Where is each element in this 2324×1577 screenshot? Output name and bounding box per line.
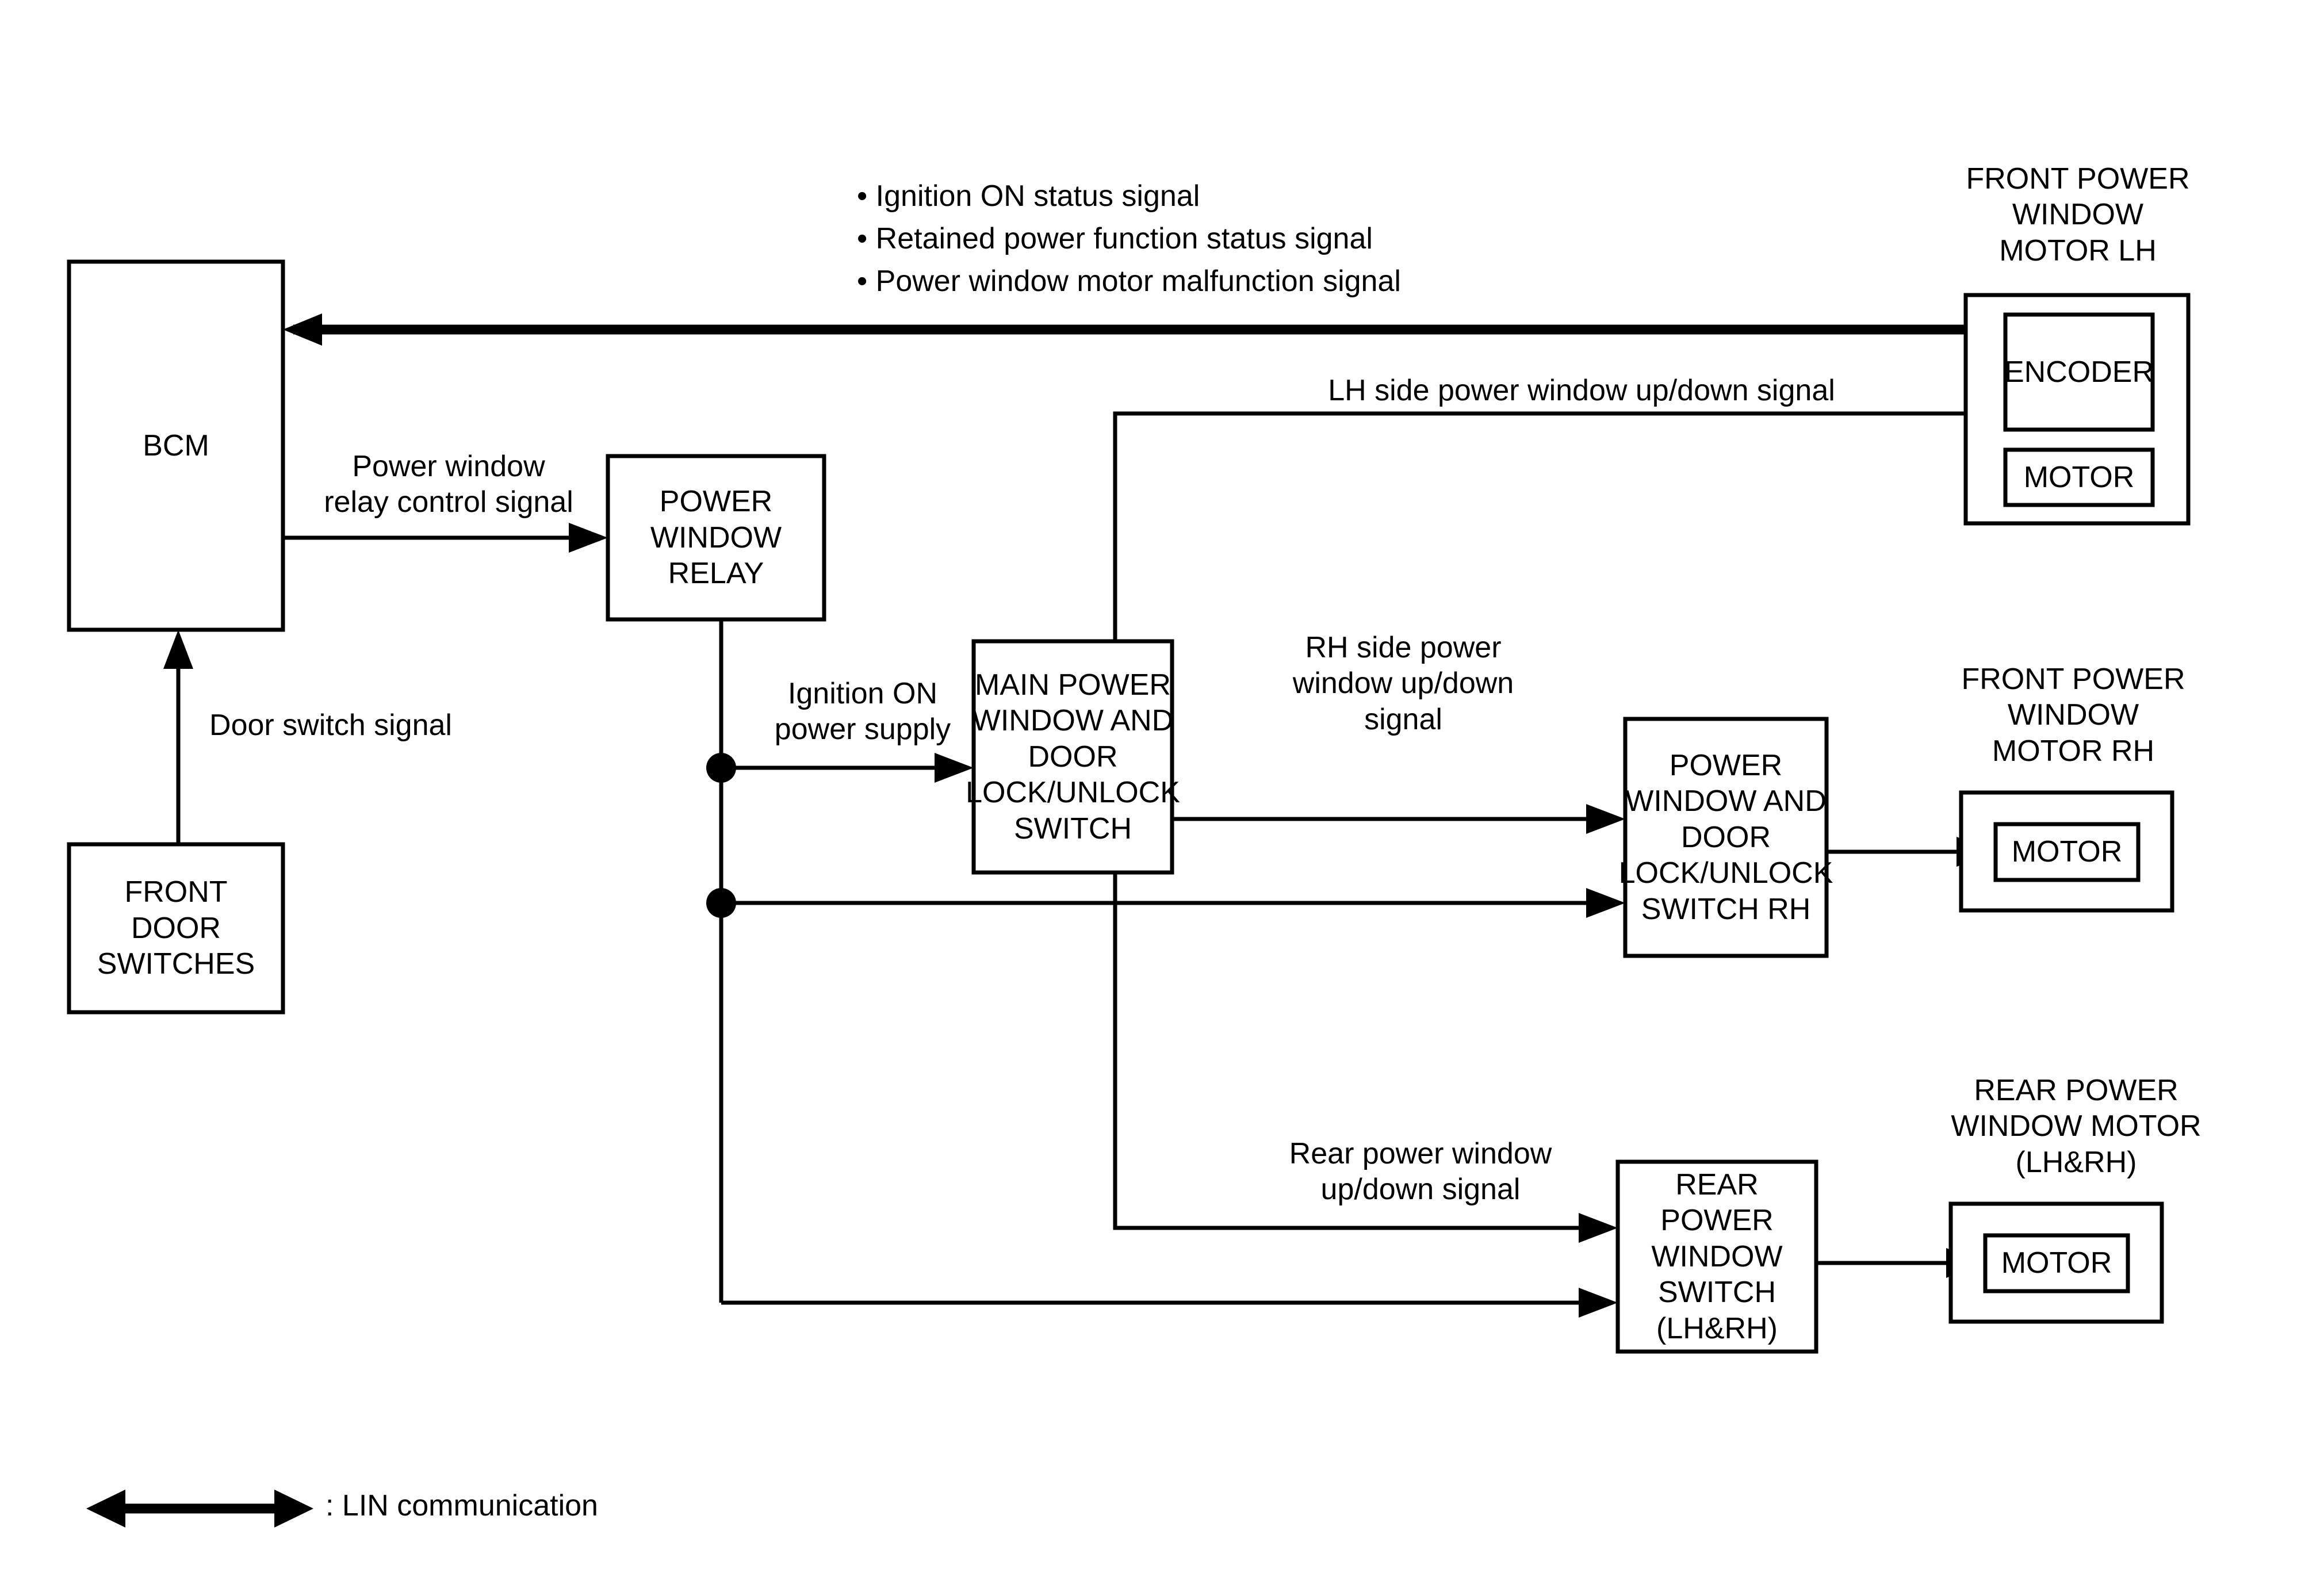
block-bcm[interactable]	[67, 259, 285, 632]
signal-label-rh-side-updown: RH side power window up/down signal	[1292, 631, 1514, 736]
lin-signal-bullet-list: • Ignition ON status signal • Retained p…	[857, 179, 1401, 298]
wire-relay-control-signal	[283, 523, 608, 553]
signal-label-rear-updown: Rear power window up/down signal	[1289, 1137, 1552, 1207]
caption-front-power-window-motor-rh: FRONT POWER WINDOW MOTOR RH	[1961, 663, 2185, 768]
arrowhead-legend-right	[274, 1490, 313, 1528]
block-motor-lh[interactable]	[2003, 447, 2155, 507]
arrowhead-main-to-rh-switch	[1586, 804, 1625, 834]
block-label-bcm: BCM	[143, 428, 209, 462]
arrowhead-doorsw-to-bcm	[163, 630, 193, 669]
wire-lh-updown-signal	[1113, 399, 2005, 641]
block-label-front-door-switches: FRONT DOOR SWITCHES	[97, 875, 255, 981]
wire-rh-updown-signal	[1172, 804, 1625, 834]
junction-dot-upper	[706, 753, 736, 783]
legend-label-lin-communication: : LIN communication	[326, 1489, 598, 1522]
arrowhead-main-to-rear-switch	[1579, 1213, 1618, 1243]
block-motor-rear[interactable]	[1983, 1233, 2130, 1293]
junction-dot-lower	[706, 888, 736, 918]
block-label-encoder-lh: ENCODER	[2004, 355, 2154, 389]
arrowhead-lin-to-bcm	[283, 313, 322, 346]
wire-lin-communication	[283, 313, 2005, 346]
block-main-power-window-switch[interactable]	[971, 639, 1174, 875]
block-label-motor-rear: MOTOR	[2001, 1246, 2112, 1280]
block-label-pw-door-lock-switch-rh: POWER WINDOW AND DOOR LOCK/UNLOCK SWITCH…	[1618, 749, 1833, 926]
arrowhead-bcm-to-relay	[569, 523, 608, 553]
arrowhead-ign-to-rear-switch	[1579, 1288, 1618, 1318]
block-label-rear-power-window-switch: REAR POWER WINDOW SWITCH (LH&RH)	[1651, 1168, 1783, 1345]
block-label-power-window-relay: POWER WINDOW RELAY	[650, 485, 782, 591]
legend-lin-arrow	[86, 1490, 313, 1528]
block-label-motor-rh: MOTOR	[2011, 835, 2123, 869]
caption-rear-power-window-motor: REAR POWER WINDOW MOTOR (LH&RH)	[1951, 1074, 2202, 1179]
signal-label-relay-control: Power window relay control signal	[324, 450, 573, 519]
block-label-main-power-window-switch: MAIN POWER WINDOW AND DOOR LOCK/UNLOCK S…	[966, 668, 1180, 845]
block-rear-power-window-switch[interactable]	[1615, 1159, 1818, 1354]
arrowhead-ign-to-main-switch	[935, 753, 974, 783]
block-encoder-lh[interactable]	[2003, 312, 2155, 432]
caption-front-power-window-motor-lh: FRONT POWER WINDOW MOTOR LH	[1966, 162, 2190, 267]
block-power-window-relay[interactable]	[606, 454, 826, 622]
signal-label-door-switch: Door switch signal	[209, 709, 452, 742]
wire-door-switch-signal	[163, 630, 193, 844]
wire-ignition-on-power-supply	[706, 619, 1625, 1318]
block-pw-door-lock-switch-rh[interactable]	[1623, 717, 1829, 958]
signal-label-ignition-on-power-supply: Ignition ON power supply	[774, 677, 951, 747]
arrowhead-legend-left	[86, 1490, 125, 1528]
block-label-motor-lh: MOTOR	[2023, 460, 2135, 494]
arrowhead-ign-to-rh-switch	[1586, 888, 1625, 918]
signal-label-lh-side-updown: LH side power window up/down signal	[1328, 374, 1835, 407]
wire-rear-updown-signal	[1113, 872, 1618, 1243]
block-front-door-switches[interactable]	[67, 842, 285, 1015]
block-motor-rh[interactable]	[1993, 822, 2141, 882]
